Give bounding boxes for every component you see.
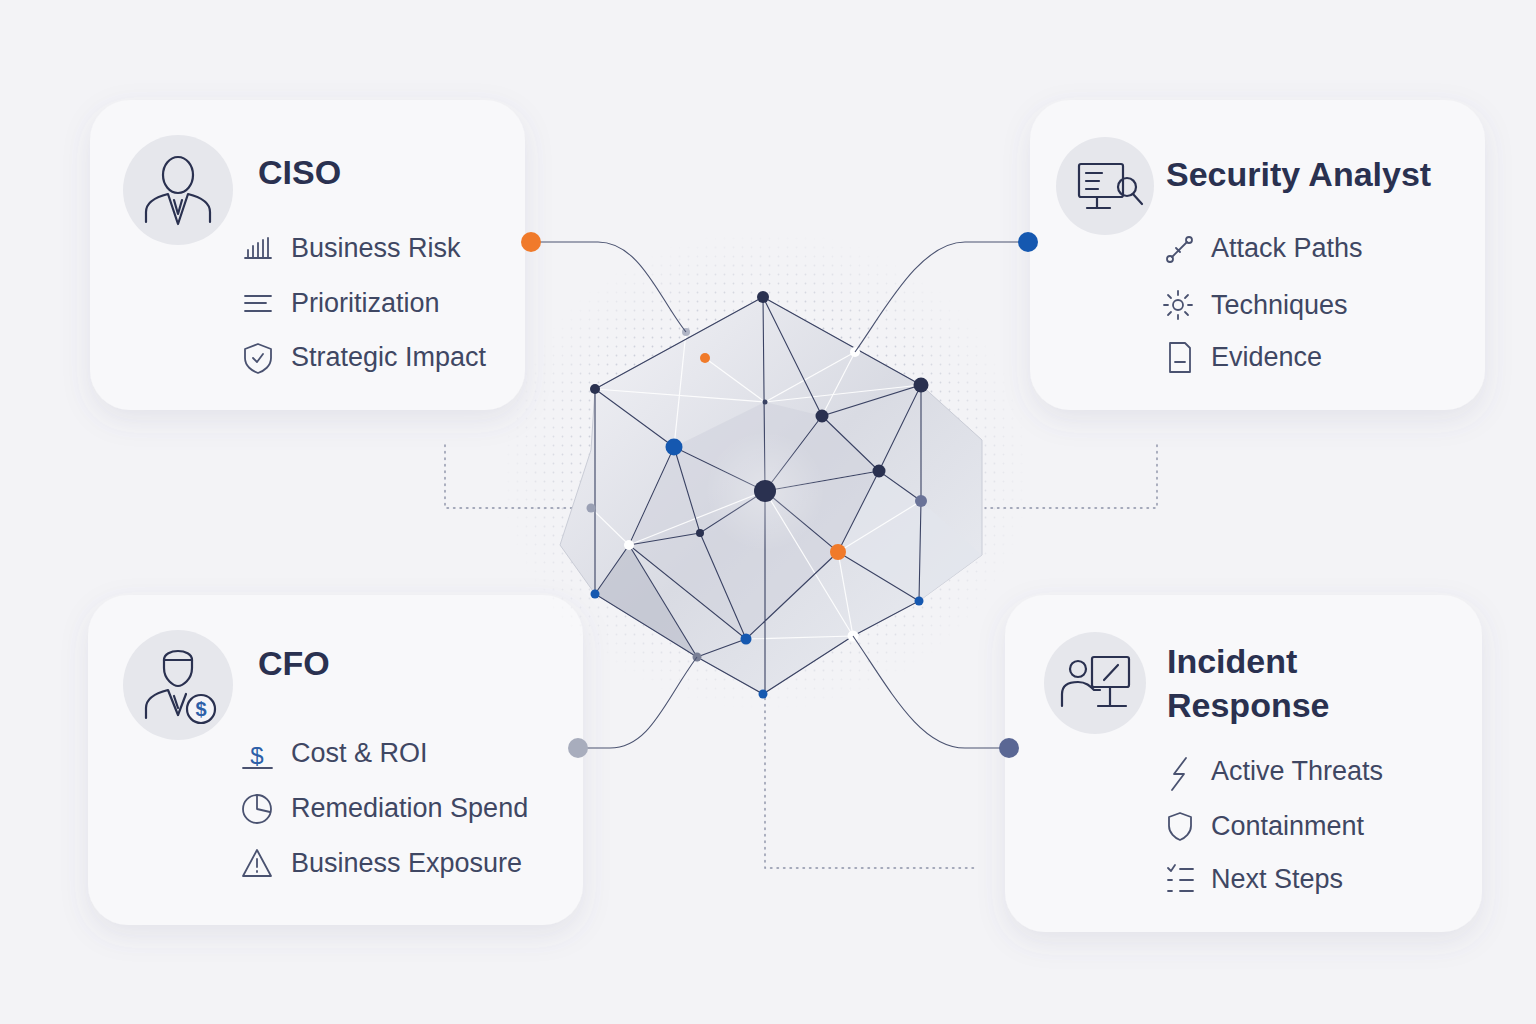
focus-item: Strategic Impact [291, 340, 486, 374]
focus-item: Cost & ROI [291, 736, 428, 770]
focus-item: Business Exposure [291, 846, 522, 880]
focus-item: Evidence [1211, 340, 1322, 374]
persona-card: CISO Business RiskPrioritizationStrategic… [90, 100, 525, 410]
persona-card: Security AnalystAttack PathsTechniquesEv… [1030, 100, 1485, 410]
role-heading: CFO [258, 643, 330, 683]
focus-item: Business Risk [291, 231, 461, 265]
focus-item: Active Threats [1211, 754, 1383, 788]
focus-item: Attack Paths [1211, 231, 1363, 265]
persona-card: CFO Cost & ROI Remediation SpendBusiness E… [88, 595, 583, 925]
focus-item: Techniques [1211, 288, 1348, 322]
focus-item: Prioritization [291, 286, 440, 320]
persona-card: Incident ResponseActive ThreatsContainme… [1005, 595, 1482, 932]
card-background [1005, 595, 1482, 932]
role-heading: Incident Response [1167, 639, 1357, 727]
focus-item: Next Steps [1211, 862, 1343, 896]
dollar-glyph: $ [195, 698, 206, 720]
role-heading: CISO [258, 152, 341, 192]
focus-item: Containment [1211, 809, 1364, 843]
card-background [90, 100, 525, 410]
role-heading: Security Analyst [1166, 154, 1431, 194]
focus-item: Remediation Spend [291, 791, 528, 825]
dollar-icon: $ [250, 742, 263, 769]
card-background [1030, 100, 1485, 410]
